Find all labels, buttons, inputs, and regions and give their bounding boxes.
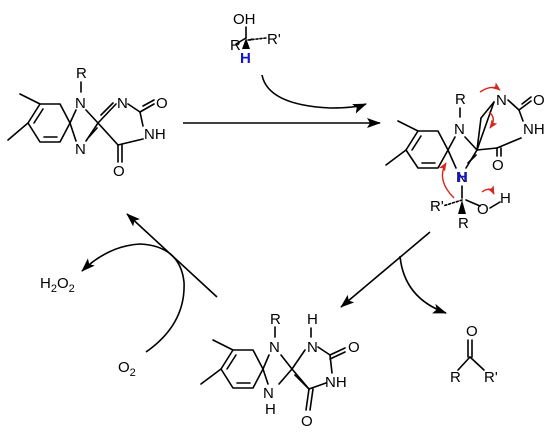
alcohol-transition: H R' R O H	[430, 169, 511, 232]
svg-text:O2: O2	[118, 359, 136, 379]
hydroxyl-label: OH	[233, 11, 256, 28]
n3h-label-2: NH	[523, 121, 545, 138]
reduced-n1-h-label: H	[307, 311, 318, 328]
oxygen-curved-arrow	[81, 243, 185, 353]
transition-oxygen-label: O	[477, 201, 489, 218]
reduced-c4-oxygen-label: O	[301, 413, 313, 430]
reduced-n3h-label: NH	[325, 374, 347, 391]
alcohol-substrate: OH R R' H	[230, 11, 281, 67]
reduced-r-label: R	[270, 311, 281, 328]
n10-label-2: N	[454, 121, 465, 138]
reduced-flavin: R N H N O NH N H O	[200, 311, 360, 430]
substrate-entry-arrow	[261, 74, 367, 114]
reduced-n1-label: N	[307, 339, 318, 356]
hydride-h-label: H	[240, 50, 251, 67]
ketone-rprime-label: R'	[484, 369, 498, 386]
reduction-arrow	[340, 231, 431, 308]
transition-rprime-label: R'	[430, 198, 444, 215]
oxidized-flavin-left: R N N N NH O O	[7, 65, 168, 180]
n1-label: N	[117, 95, 128, 112]
hydrogen-peroxide-label: H2O2	[40, 275, 75, 295]
ketone-oxygen-label: O	[466, 323, 478, 340]
flavin-r-label: R	[76, 65, 87, 82]
alcohol-rprime-label: R'	[267, 31, 281, 48]
n5-label-2: N	[456, 169, 467, 186]
reduced-n5-h-label: H	[265, 401, 276, 418]
n1-label-2: N	[496, 92, 507, 109]
ketone-product: O R R'	[450, 323, 498, 386]
n5-label: N	[75, 141, 86, 158]
c4-oxygen-label-2: O	[492, 157, 504, 174]
reduced-n10-label: N	[269, 339, 280, 356]
transition-hydride-label: H	[457, 169, 468, 186]
flavin-r-label-2: R	[455, 91, 466, 108]
reduced-n5-label: N	[263, 385, 274, 402]
alcohol-r-label: R	[230, 37, 241, 54]
n3h-label: NH	[144, 126, 166, 143]
c2-oxygen-label: O	[156, 95, 168, 112]
n10-label: N	[75, 95, 86, 112]
transition-oh-h-label: H	[500, 190, 511, 207]
c2-oxygen-label-2: O	[533, 92, 545, 109]
oxygen-label: O2	[118, 359, 136, 379]
transition-r-label: R	[458, 215, 469, 232]
reduced-c2-oxygen-label: O	[348, 339, 360, 356]
oxidized-flavin-right: R N N N NH O O	[385, 82, 545, 199]
svg-text:H2O2: H2O2	[40, 275, 75, 295]
ketone-r-label: R	[450, 369, 461, 386]
c4-oxygen-label: O	[113, 163, 125, 180]
ketone-release-arrow	[399, 255, 447, 314]
